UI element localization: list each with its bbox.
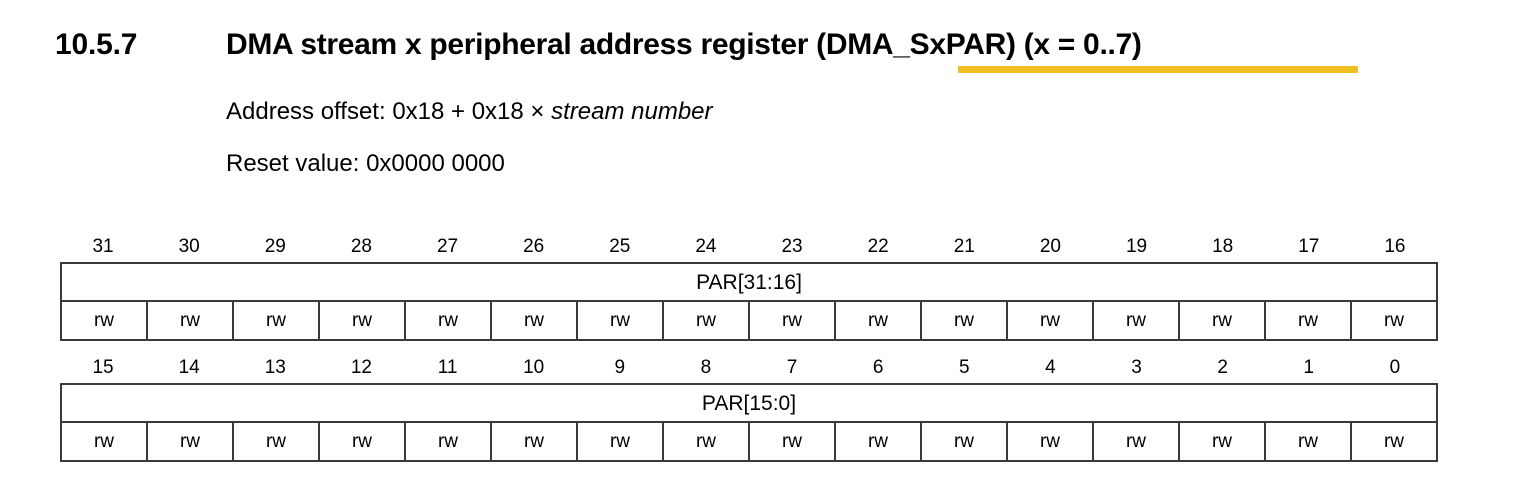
access-cell: rw [320, 302, 406, 339]
bit-number: 14 [178, 357, 200, 378]
access-cell: rw [1266, 302, 1352, 339]
bit-number: 16 [1384, 236, 1406, 257]
access-cell: rw [664, 423, 750, 460]
access-cell: rw [578, 302, 664, 339]
bit-number: 18 [1212, 236, 1234, 257]
bit-number: 9 [614, 357, 626, 378]
access-cell: rw [148, 302, 234, 339]
access-cell: rw [664, 302, 750, 339]
access-cell: rw [922, 423, 1008, 460]
address-offset-label: Address offset: 0x18 + 0x18 × [226, 98, 552, 125]
bit-number: 22 [867, 236, 889, 257]
access-cell: rw [320, 423, 406, 460]
bit-number: 23 [781, 236, 803, 257]
bit-number: 20 [1039, 236, 1061, 257]
access-cell: rw [836, 302, 922, 339]
access-cell: rw [492, 302, 578, 339]
highlight-underline [958, 66, 1358, 73]
field-name-low: PAR[15:0] [62, 385, 1436, 423]
bit-number: 11 [437, 357, 458, 378]
access-cell: rw [1008, 302, 1094, 339]
access-cell: rw [922, 302, 1008, 339]
bit-number: 19 [1125, 236, 1148, 257]
bit-number: 31 [92, 236, 114, 257]
access-cell: rw [1094, 423, 1180, 460]
access-cell: rw [234, 423, 320, 460]
bit-number: 5 [959, 357, 970, 378]
access-cell: rw [578, 423, 664, 460]
bit-number: 13 [264, 357, 286, 378]
register-table-high: 31 30 29 28 27 26 25 24 23 22 21 20 19 18 17 16 PAR[31:… [60, 232, 1438, 341]
access-cell: rw [234, 302, 320, 339]
bit-number: 25 [609, 236, 631, 257]
bit-number: 26 [523, 236, 545, 257]
bit-number: 15 [92, 357, 114, 378]
section-heading: 10.5.7 DMA stream x peripheral address r… [55, 28, 1505, 74]
access-cell: rw [148, 423, 234, 460]
bit-number: 3 [1131, 357, 1142, 378]
access-cell: rw [62, 423, 148, 460]
bit-number: 1 [1303, 357, 1315, 378]
reset-value-line: Reset value: 0x0000 0000 [226, 150, 505, 177]
bit-number: 24 [695, 236, 717, 257]
address-offset-line: Address offset: 0x18 + 0x18 × stream num… [226, 98, 713, 126]
bit-number: 29 [264, 236, 286, 257]
access-cell: rw [1266, 423, 1352, 460]
bit-number: 8 [700, 357, 712, 378]
bit-number: 27 [436, 236, 459, 257]
address-offset-emphasis: stream number [551, 98, 713, 125]
bit-number-row-high: 31 30 29 28 27 26 25 24 23 22 21 20 19 18 17 16 [60, 232, 1438, 262]
bit-number: 6 [872, 357, 884, 378]
access-cell: rw [836, 423, 922, 460]
bit-number: 17 [1298, 236, 1320, 257]
access-cell: rw [406, 423, 492, 460]
access-cell: rw [406, 302, 492, 339]
bit-number: 2 [1217, 357, 1228, 378]
bit-number: 0 [1389, 357, 1401, 378]
access-cell: rw [1180, 302, 1266, 339]
access-cell: rw [750, 423, 836, 460]
bit-number: 12 [350, 357, 372, 378]
access-cell: rw [1094, 302, 1180, 339]
access-cell: rw [1180, 423, 1266, 460]
access-cell: rw [750, 302, 836, 339]
bit-number: 28 [350, 236, 372, 257]
bit-number: 4 [1045, 357, 1056, 378]
access-cell: rw [1008, 423, 1094, 460]
bit-number: 10 [523, 357, 545, 378]
access-cell: rw [1383, 310, 1405, 331]
bit-number: 30 [178, 236, 200, 257]
field-name-high: PAR[31:16] [62, 264, 1436, 302]
section-number: 10.5.7 [55, 28, 138, 61]
access-cell: rw [1383, 431, 1405, 452]
bit-number: 21 [953, 236, 975, 257]
access-cell: rw [62, 302, 148, 339]
page-title: DMA stream x peripheral address register… [226, 28, 1142, 61]
access-cell: rw [492, 423, 578, 460]
bit-number: 7 [786, 357, 798, 378]
